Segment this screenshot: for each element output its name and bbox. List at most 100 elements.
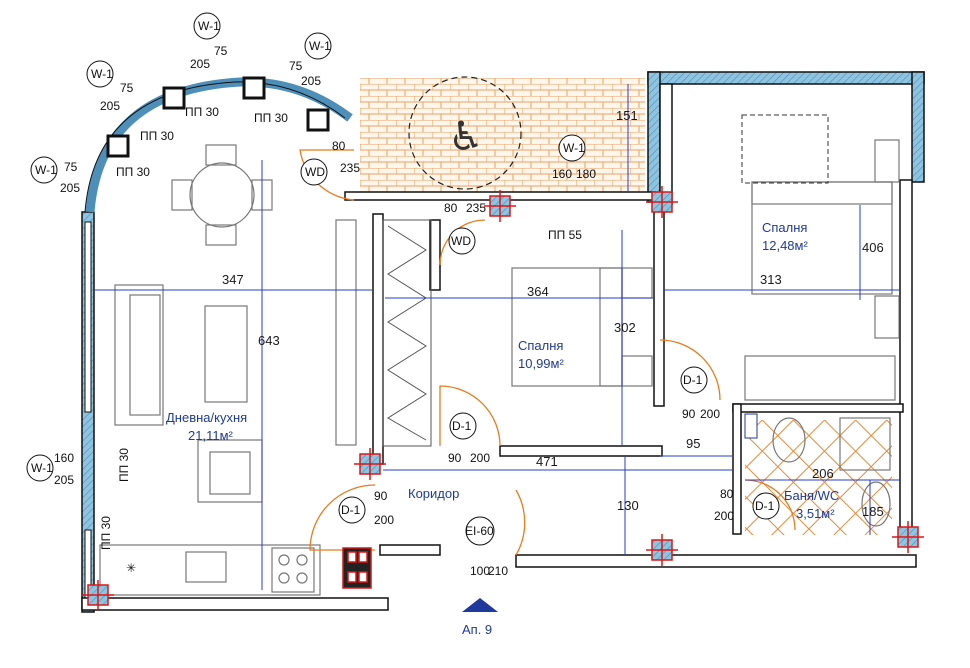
door-tag-width: 80 [332, 139, 346, 153]
window-tag-code: W-1 [563, 141, 585, 155]
window-tag-width: 160 [54, 451, 74, 465]
turning-circle [408, 76, 522, 190]
window-tag-height: 205 [190, 57, 210, 71]
window-tag: W-1 75 205 [86, 60, 134, 113]
dim-door-offset: 95 [686, 436, 700, 451]
toilet-icon [772, 417, 806, 463]
door-tag-height: 235 [466, 201, 486, 215]
bay-column [162, 86, 186, 110]
dimension-lines [95, 84, 900, 590]
bay-column [242, 76, 266, 100]
door-tag-code: WD [451, 234, 471, 248]
entrance-label: Ап. 9 [462, 622, 492, 637]
door-tag-height: 200 [714, 509, 734, 523]
door-tag-height: 200 [374, 513, 394, 527]
wall-right-upper [911, 71, 925, 183]
window-tag: W-1 75 205 [190, 12, 228, 71]
window-tag-code: W-1 [35, 163, 57, 177]
ceiling-hatch [741, 114, 829, 184]
window-tag-height: 205 [301, 74, 321, 88]
door-tag-width: 90 [682, 407, 696, 421]
wall-bed1-corridor [499, 445, 663, 457]
entrance: Ап. 9 [462, 598, 498, 637]
door-tag: WD 80 235 [300, 139, 360, 186]
marker [892, 521, 924, 553]
wall-right [899, 179, 913, 531]
wall-bottom-right [515, 554, 917, 568]
marker [82, 580, 114, 610]
dimension-values: 347 643 364 302 313 406 471 130 206 185 … [222, 108, 884, 519]
door-tag: D-1 90 200 [338, 489, 394, 527]
shower [839, 417, 891, 471]
window-tag-code: W-1 [309, 39, 331, 53]
window-tag-width: 75 [289, 59, 303, 73]
door-tag-code: WD [305, 165, 325, 179]
bay-wall [85, 77, 353, 213]
stair-block [342, 547, 372, 589]
door-swing-bed1 [439, 385, 501, 447]
wheelchair-icon: ♿ [448, 115, 484, 159]
room-corridor-name: Коридор [408, 486, 459, 501]
door-tag-height: 210 [488, 564, 508, 578]
door-swing-entry [515, 489, 526, 556]
door-tag-code: D-1 [755, 499, 775, 513]
door-tag-height: 235 [340, 161, 360, 175]
door-tag-code: D-1 [341, 503, 361, 517]
door-swing-bed2 [659, 339, 721, 401]
door-tag: WD 80 235 [444, 201, 486, 255]
junction-markers [82, 186, 924, 610]
window-tag-width: 160 [552, 167, 572, 181]
wall-bottom-left [81, 597, 389, 611]
window-tags: W-1 75 205 W-1 75 205 W-1 75 205 W-1 75 … [26, 12, 596, 487]
wall-bed1-bed2 [653, 199, 665, 407]
wall-living-bed1 [372, 213, 384, 465]
bay-column [306, 108, 330, 132]
door-swing-living [309, 484, 376, 551]
dim-living-height: 643 [258, 333, 280, 348]
door-tag-width: 90 [374, 489, 388, 503]
door-tag-width: 80 [444, 201, 458, 215]
door-swing-bath [744, 479, 796, 531]
wall-bath-left [732, 403, 742, 535]
window-tag-height: 205 [100, 99, 120, 113]
door-tag-width: 90 [448, 451, 462, 465]
dim-bed2-width: 313 [760, 272, 782, 287]
window-tag-code: W-1 [198, 19, 220, 33]
window-tag-code: W-1 [91, 67, 113, 81]
window-left-upper [84, 221, 92, 413]
door-tag-width: 80 [720, 487, 734, 501]
door-tag-height: 200 [470, 451, 490, 465]
washbasin [861, 481, 891, 527]
room-bed2-name: Спалня [762, 220, 807, 235]
sill-label: ПП 30 [185, 105, 219, 119]
sill-label: ПП 30 [254, 111, 288, 125]
wall-wd-stub [429, 219, 441, 291]
wall-top-right [647, 71, 925, 85]
window-tag-width: 75 [120, 81, 134, 95]
bay-wall-outer [84, 81, 346, 213]
dim-bed2-height: 406 [862, 240, 884, 255]
door-tag-code: D-1 [452, 419, 472, 433]
dim-corridor-height: 130 [617, 498, 639, 513]
sill-label: ПП 55 [548, 228, 582, 242]
door-tag: EI-60 100 210 [465, 516, 508, 578]
door-tag-code: EI-60 [465, 524, 494, 538]
tv-unit [335, 219, 357, 446]
room-bath-name: Баня/WC [784, 488, 839, 503]
marker [646, 186, 678, 218]
boiler-icon [744, 413, 758, 439]
dining-table [189, 162, 255, 228]
sill-label: ПП 30 [140, 129, 174, 143]
kitchen-counter [99, 544, 321, 596]
dim-corridor-width: 471 [536, 454, 558, 469]
sink [185, 551, 227, 583]
marker [646, 534, 678, 566]
dim-bed1-width: 364 [527, 284, 549, 299]
room-bed2-area: 12,48м² [762, 238, 808, 253]
cooktop [271, 547, 315, 593]
sill-labels: ПП 30 ПП 30 ПП 30 ПП 30 ПП 30 ПП 30 ПП 5… [99, 105, 582, 550]
sill-label: ПП 30 [117, 448, 131, 482]
marker [484, 190, 516, 222]
window-tag-width: 75 [214, 44, 228, 58]
